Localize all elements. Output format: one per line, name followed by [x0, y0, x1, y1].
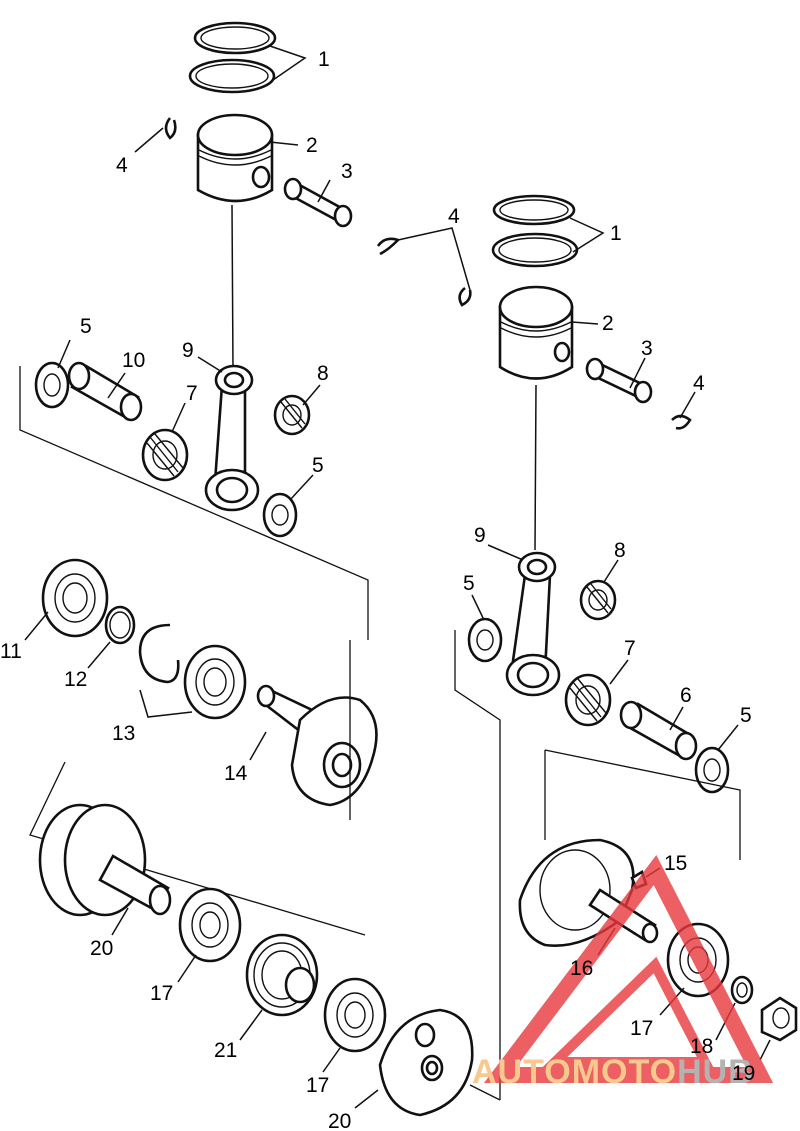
callout-13: 13 [112, 722, 135, 745]
leader-lines [24, 45, 771, 1109]
washer-18 [730, 975, 754, 1005]
piston-rings-right [491, 194, 579, 268]
callout-20: 20 [90, 937, 113, 960]
callout-11: 11 [0, 640, 22, 663]
wrist-pin-left [283, 177, 353, 228]
piston-left [196, 113, 274, 203]
callout-2: 2 [602, 312, 614, 335]
callout-9: 9 [182, 339, 194, 362]
callout-5: 5 [80, 315, 92, 338]
wrist-pin-right [585, 357, 653, 404]
flywheel-20a [38, 803, 172, 917]
callout-4: 4 [116, 154, 128, 177]
callout-3: 3 [641, 337, 653, 360]
callout-4: 4 [693, 372, 705, 395]
callout-18: 18 [690, 1035, 713, 1058]
callout-8: 8 [317, 362, 329, 385]
nut-19 [760, 996, 798, 1042]
bearing-17b [323, 977, 387, 1053]
conrod-left [204, 364, 260, 512]
watermark-text: AUTOMOTOHUB [472, 1053, 754, 1091]
thrust-washer-left-b [262, 492, 298, 538]
crank-pin-right [619, 700, 698, 761]
callout-20: 20 [328, 1110, 351, 1131]
callout-15: 15 [664, 852, 687, 875]
crankshaft-half-16 [518, 838, 659, 947]
callout-7: 7 [186, 382, 198, 405]
needle-bearing-right-small [579, 579, 617, 621]
callout-12: 12 [64, 668, 87, 691]
crankshaft-half-14 [256, 684, 378, 807]
callout-5: 5 [740, 704, 752, 727]
callout-labels: 1 2 3 4 4 1 2 3 4 5 10 9 8 7 5 9 8 5 7 6… [0, 48, 755, 1131]
callout-9: 9 [474, 524, 486, 547]
callout-8: 8 [614, 539, 626, 562]
callout-14: 14 [224, 762, 248, 785]
piston-rings-left [188, 21, 277, 94]
main-bearing-11 [41, 558, 109, 638]
callout-5: 5 [312, 454, 324, 477]
crankshaft-half-20b [378, 1008, 474, 1117]
callout-5: 5 [463, 572, 475, 595]
thrust-washer-left-a [34, 361, 70, 409]
callout-21: 21 [214, 1039, 237, 1062]
callout-16: 16 [570, 957, 593, 980]
watermark-logo [483, 855, 774, 1083]
callout-1: 1 [610, 222, 622, 245]
callout-17: 17 [150, 982, 173, 1005]
callout-17: 17 [306, 1074, 329, 1097]
piston-right [498, 285, 574, 380]
callout-4: 4 [448, 205, 460, 228]
bearing-17a [178, 887, 242, 963]
conrod-right [505, 551, 561, 697]
crank-pin-left [67, 361, 143, 422]
thrust-washer-right-b [694, 746, 730, 794]
callout-10: 10 [122, 349, 145, 372]
callout-6: 6 [680, 684, 692, 707]
circlip-left-a [164, 117, 177, 140]
callout-2: 2 [306, 134, 318, 157]
needle-bearing-left-big [141, 428, 189, 482]
callout-1: 1 [318, 48, 330, 71]
snap-ring-13 [138, 623, 180, 684]
callout-17: 17 [630, 1017, 653, 1040]
callout-19: 19 [732, 1062, 755, 1085]
needle-bearing-left-small [273, 394, 311, 436]
circlip-right-b [671, 414, 692, 430]
callout-7: 7 [624, 637, 636, 660]
circlip-left-b [376, 237, 401, 256]
needle-bearing-right-big [564, 673, 612, 727]
seal-21 [245, 933, 319, 1017]
callout-3: 3 [341, 160, 353, 183]
retaining-ring-12 [104, 605, 136, 645]
main-bearing-13 [183, 644, 247, 720]
thrust-washer-right-a [467, 617, 503, 663]
circlip-right-a [458, 286, 472, 307]
